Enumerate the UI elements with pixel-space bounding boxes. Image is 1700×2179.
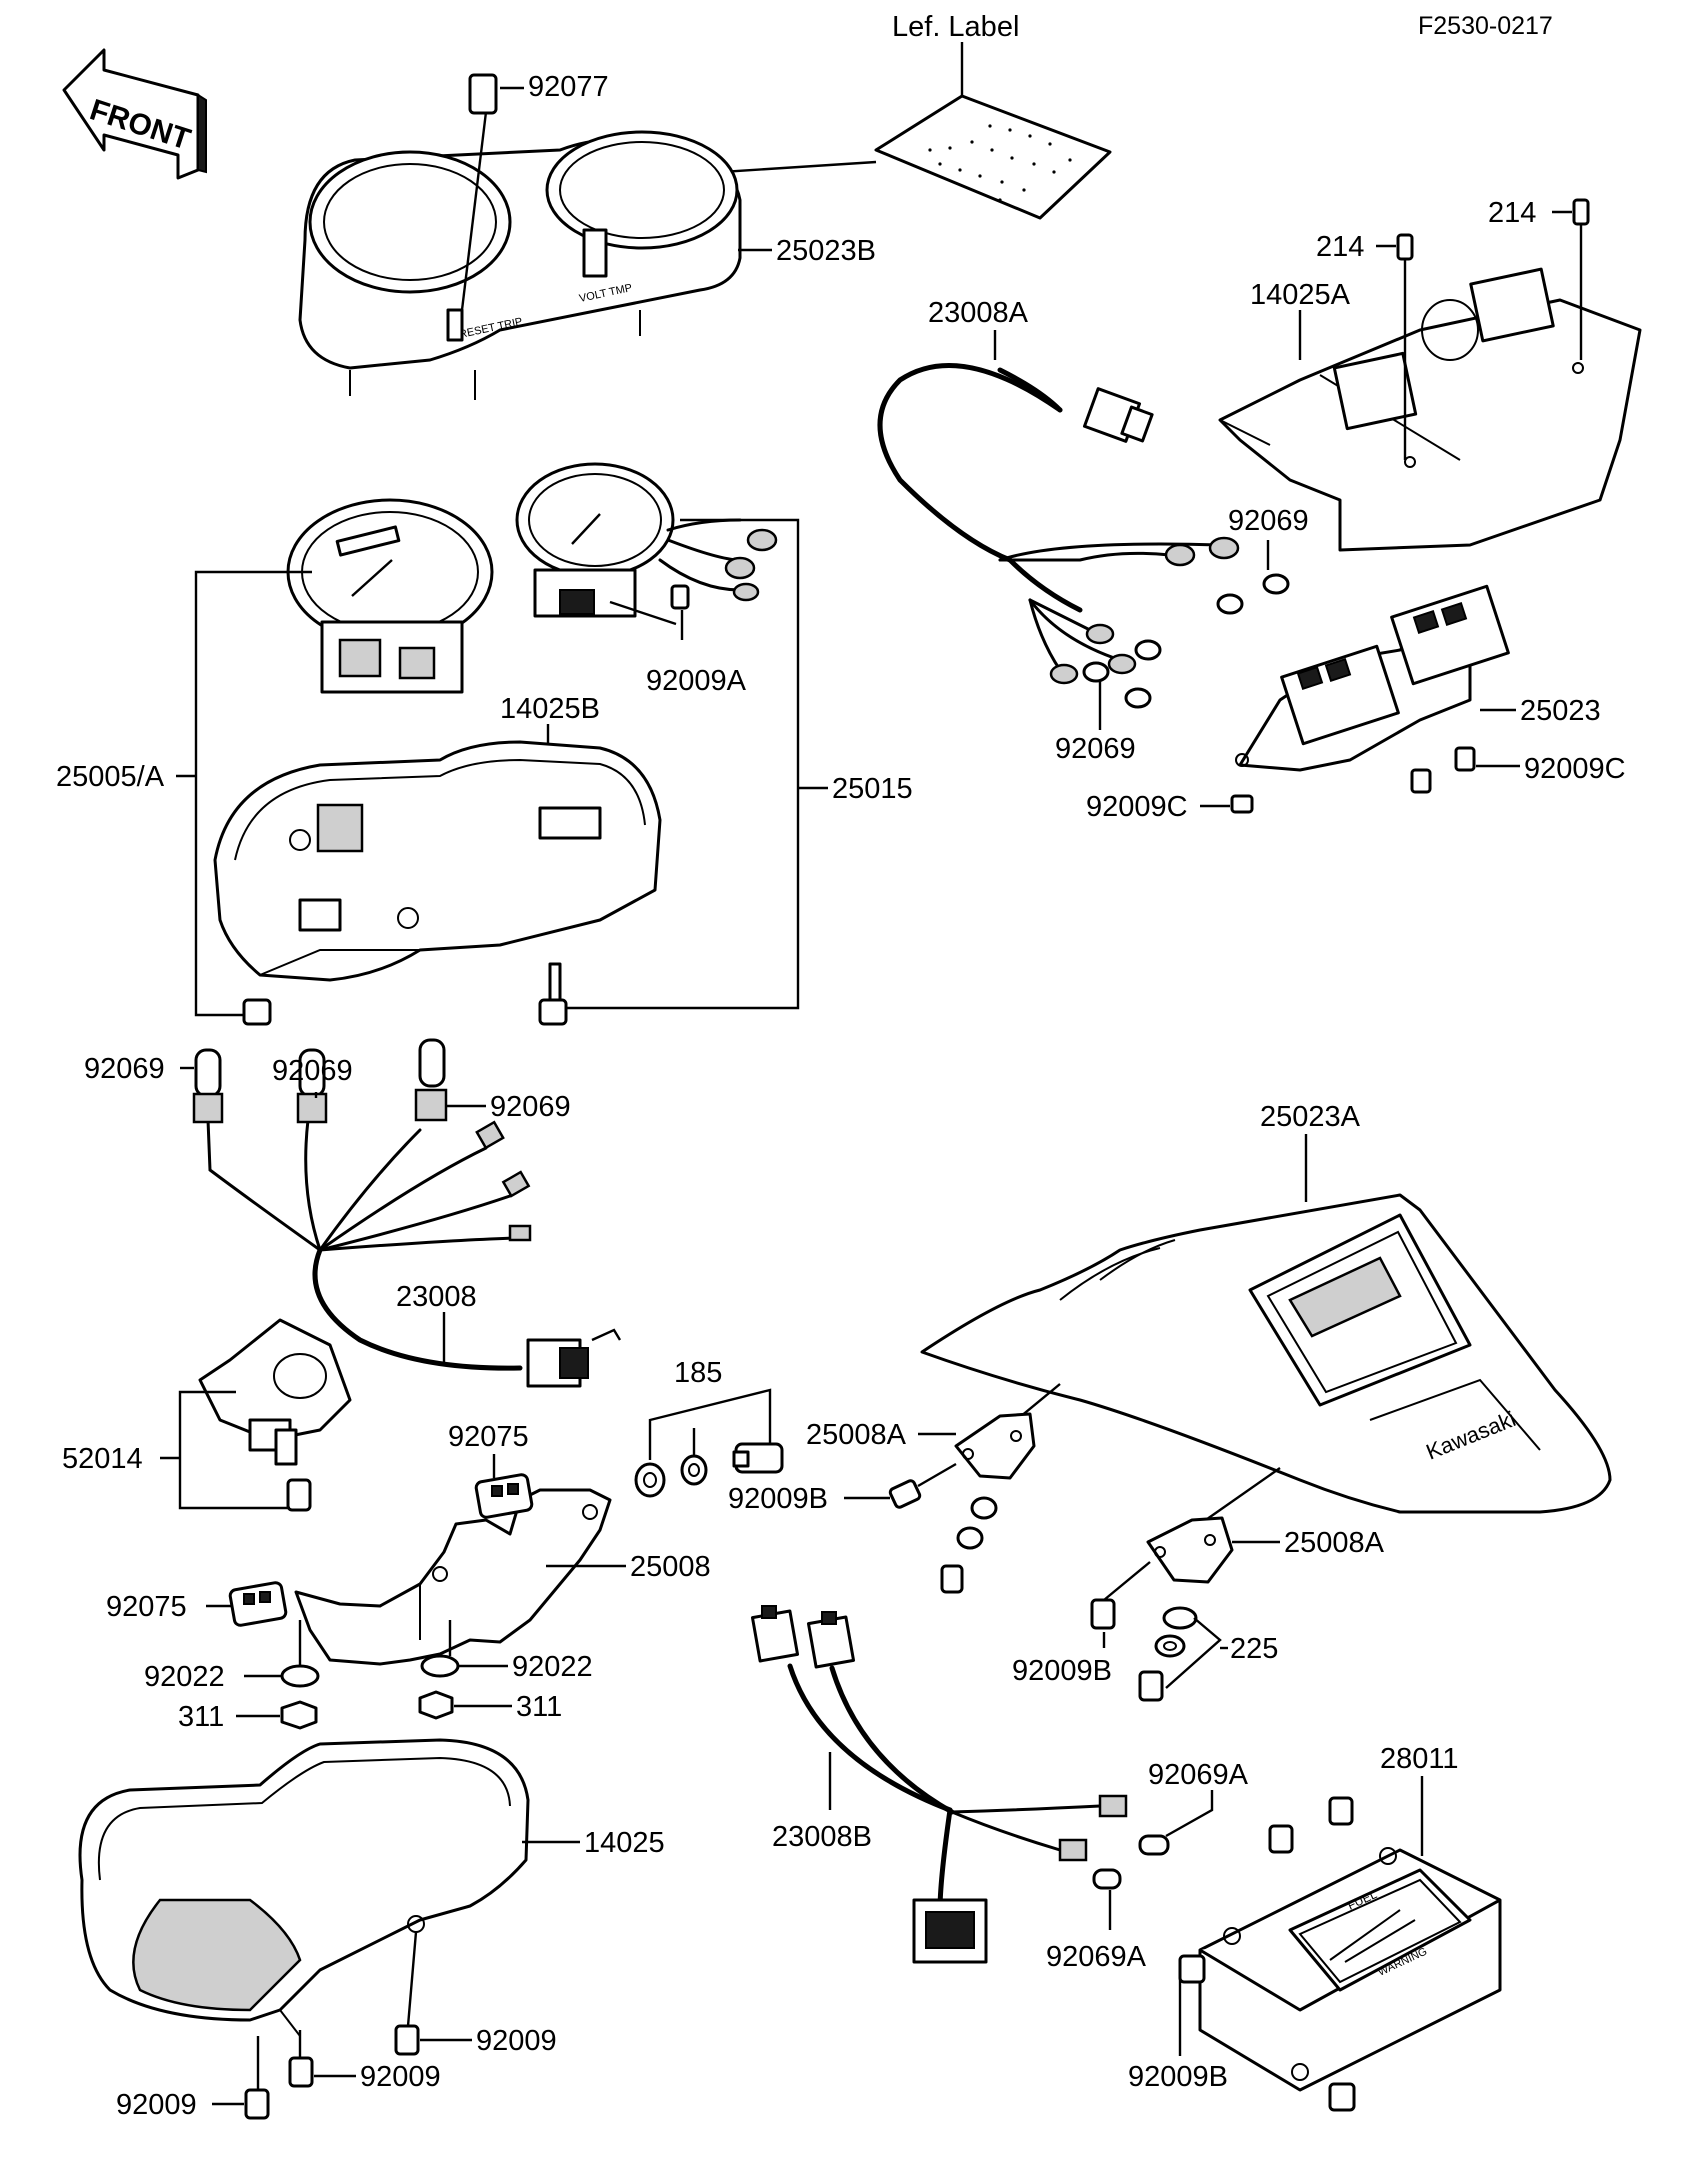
label-311-b: 311 [516, 1691, 562, 1723]
label-25008A-upper: 25008A [806, 1419, 907, 1451]
cowling-25023A: Kawasaki [920, 1193, 1612, 1514]
meter-lower-case-14025 [78, 1738, 530, 2037]
label-214-a: 214 [1316, 231, 1364, 263]
label-92009C-left: 92009C [1086, 791, 1188, 823]
washers-92022 [280, 1654, 460, 1688]
label-214-b: 214 [1488, 197, 1536, 229]
label-92069A-upper: 92069A [1148, 1759, 1249, 1791]
washers-225 [1090, 1598, 1198, 1702]
nuts-311 [280, 1690, 454, 1730]
fuel-warning-unit-28011: FUEL WARNING [1178, 1796, 1502, 2112]
case-screws-lower [242, 962, 568, 1026]
meter-case-14025B [213, 740, 662, 982]
label-92009A: 92009A [646, 665, 747, 697]
label-14025B: 14025B [500, 693, 600, 725]
label-92069-upper-right: 92069 [1228, 505, 1309, 537]
clamp-92075-a [474, 1473, 534, 1519]
label-14025: 14025 [584, 1827, 665, 1859]
label-92069A-lower: 92069A [1046, 1941, 1147, 1973]
label-92075-a: 92075 [448, 1421, 529, 1453]
front-direction-arrow: FRONT [62, 48, 207, 180]
label-23008: 23008 [396, 1281, 477, 1313]
label-23008A: 23008A [928, 297, 1029, 329]
speedometer-25005A [286, 498, 494, 694]
figure-reference-code: F2530-0217 [1418, 12, 1553, 40]
label-25008A-lower: 25008A [1284, 1527, 1385, 1559]
harness-23008 [192, 1038, 622, 1388]
label-225: 225 [1230, 1633, 1278, 1665]
trip-reset-knob-92077 [460, 73, 524, 311]
indicator-bracket-25023 [1235, 584, 1510, 772]
screws-92009B-upper [888, 1462, 998, 1594]
label-25023A: 25023A [1260, 1101, 1361, 1133]
label-92009B-lower: 92009B [1128, 2061, 1228, 2093]
label-185: 185 [674, 1357, 722, 1389]
label-25005A: 25005/A [56, 761, 165, 793]
screws-92009C [1230, 746, 1476, 814]
label-92009B-middle: 92009B [1012, 1655, 1112, 1687]
tachometer-25015 [515, 462, 778, 618]
label-sheet-title: Lef. Label [892, 11, 1019, 43]
label-25008: 25008 [630, 1551, 711, 1583]
indicator-panel-14025A [1218, 267, 1642, 552]
harness-23008A [877, 362, 1240, 685]
bracket-25008A-lower [1146, 1516, 1234, 1584]
label-92069-left-1: 92069 [84, 1053, 165, 1085]
label-23008B: 23008B [772, 1821, 872, 1853]
label-92009-left: 92009 [116, 2089, 197, 2121]
screws-214 [1376, 198, 1590, 460]
clamp-92075-b [228, 1581, 288, 1627]
bracket-25008 [294, 1488, 612, 1666]
sensor-52014 [198, 1318, 352, 1512]
bracket-25008A-upper [954, 1412, 1036, 1480]
label-92069-left-3: 92069 [490, 1091, 571, 1123]
label-14025A: 14025A [1250, 279, 1351, 311]
label-92077: 92077 [528, 71, 609, 103]
label-52014: 52014 [62, 1443, 143, 1475]
label-92009C-right: 92009C [1524, 753, 1626, 785]
label-25023: 25023 [1520, 695, 1601, 727]
label-28011: 28011 [1380, 1743, 1459, 1775]
harness-23008B [750, 1605, 1128, 1964]
screw-set-185 [634, 1442, 784, 1498]
label-92075-b: 92075 [106, 1591, 187, 1623]
label-92069-left-2: 92069 [272, 1055, 353, 1087]
label-25023B: 25023B [776, 235, 876, 267]
label-92022-b: 92022 [512, 1651, 593, 1683]
label-25015: 25015 [832, 773, 913, 805]
label-92009B-upper: 92009B [728, 1483, 828, 1515]
label-92022-a: 92022 [144, 1661, 225, 1693]
label-92009-right: 92009 [476, 2025, 557, 2057]
label-311-a: 311 [178, 1701, 224, 1733]
bulbs-92069A [1092, 1834, 1170, 1890]
meter-upper-cover-25023B: RESET TRIP VOLT TMP [298, 130, 742, 400]
bulbs-92069-upper [1082, 573, 1290, 709]
screws-92009 [244, 2024, 420, 2120]
label-92069-mid-right: 92069 [1055, 733, 1136, 765]
label-92009-middle: 92009 [360, 2061, 441, 2093]
